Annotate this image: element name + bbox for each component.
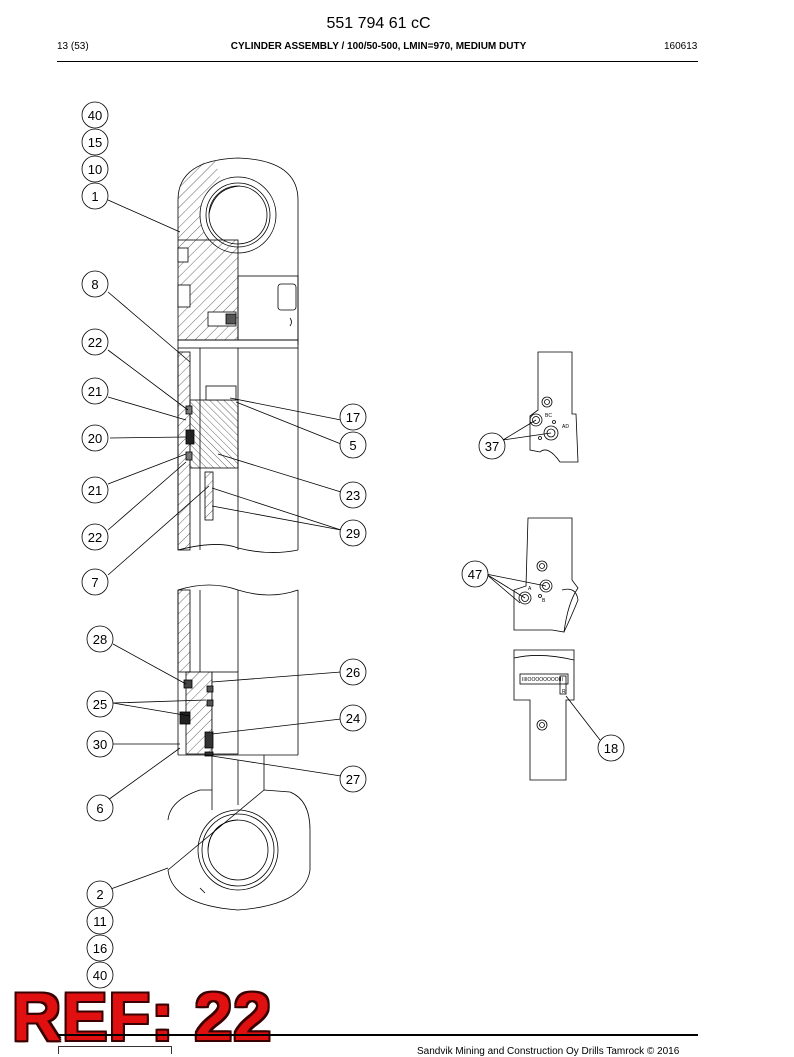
svg-text:30: 30: [93, 737, 107, 752]
port-detail-middle: A B: [513, 517, 579, 633]
svg-text:22: 22: [88, 530, 102, 545]
svg-text:8: 8: [91, 277, 98, 292]
page-number: 13 (53): [57, 41, 89, 52]
svg-text:22: 22: [88, 335, 102, 350]
svg-text:5: 5: [349, 438, 356, 453]
footer-copyright: Sandvik Mining and Construction Oy Drill…: [417, 1046, 680, 1057]
callout-21-upper: 21: [81, 377, 109, 405]
svg-text:47: 47: [468, 567, 482, 582]
scale-marks: IIIIOOOOOOOOIII: [522, 677, 563, 683]
cylinder-tube-lower: [177, 584, 299, 810]
port-label-bc: BC: [545, 413, 552, 419]
port-label-b: B: [542, 598, 546, 604]
callout-22-upper: 22: [81, 328, 109, 356]
callout-6: 6: [86, 794, 114, 822]
callout-22-lower: 22: [81, 523, 109, 551]
callout-30: 30: [86, 730, 114, 758]
callout-47: 47: [461, 560, 489, 588]
callout-18: 18: [597, 734, 625, 762]
svg-text:16: 16: [93, 941, 107, 956]
svg-text:23: 23: [346, 488, 360, 503]
cylinder-tube-upper: [177, 339, 299, 553]
port-label-a: A: [528, 586, 532, 592]
callout-27: 27: [339, 765, 367, 793]
callout-29: 29: [339, 519, 367, 547]
svg-text:25: 25: [93, 697, 107, 712]
svg-text:10: 10: [88, 162, 102, 177]
callout-1: 1: [81, 182, 109, 210]
callout-17: 17: [339, 403, 367, 431]
callout-20: 20: [81, 424, 109, 452]
callout-28: 28: [86, 625, 114, 653]
svg-text:15: 15: [88, 135, 102, 150]
callout-10: 10: [81, 155, 109, 183]
ref-stamp: REF: 22: [12, 979, 273, 1055]
callout-5: 5: [339, 431, 367, 459]
cylinder-top-eye: [177, 157, 299, 262]
svg-text:18: 18: [604, 741, 618, 756]
document-number: 551 794 61 cC: [326, 15, 431, 32]
svg-text:6: 6: [96, 801, 103, 816]
callout-21-lower: 21: [81, 476, 109, 504]
svg-text:28: 28: [93, 632, 107, 647]
callout-40-bottom: 40: [86, 961, 114, 989]
footer-divider: [57, 1034, 698, 1036]
sandvik-logo: [58, 1046, 172, 1054]
callout-8: 8: [81, 270, 109, 298]
svg-text:17: 17: [346, 410, 360, 425]
leader-lines: [107, 199, 601, 891]
svg-text:37: 37: [485, 439, 499, 454]
callout-25: 25: [86, 690, 114, 718]
cylinder-bottom-eye: [167, 789, 311, 911]
callout-40-top: 40: [81, 101, 109, 129]
port-detail-top: BC AD: [529, 351, 579, 463]
svg-text:1: 1: [91, 189, 98, 204]
callout-11: 11: [86, 907, 114, 935]
svg-text:40: 40: [93, 968, 107, 983]
svg-text:24: 24: [346, 711, 360, 726]
scale-label-r: R: [562, 689, 566, 695]
callout-2: 2: [86, 880, 114, 908]
callout-37: 37: [478, 432, 506, 460]
svg-text:2: 2: [96, 887, 103, 902]
page-title: CYLINDER ASSEMBLY / 100/50-500, LMIN=970…: [230, 41, 527, 52]
svg-text:7: 7: [91, 575, 98, 590]
svg-text:29: 29: [346, 526, 360, 541]
callout-26: 26: [339, 658, 367, 686]
date-code: 160613: [664, 41, 698, 52]
svg-text:21: 21: [88, 483, 102, 498]
header-divider: [57, 61, 698, 62]
svg-text:40: 40: [88, 108, 102, 123]
svg-text:21: 21: [88, 384, 102, 399]
svg-text:27: 27: [346, 772, 360, 787]
svg-text:26: 26: [346, 665, 360, 680]
port-label-ad: AD: [562, 424, 569, 430]
callout-15: 15: [81, 128, 109, 156]
svg-text:20: 20: [88, 431, 102, 446]
scale-detail: IIIIOOOOOOOOIII R: [513, 649, 575, 781]
callout-24: 24: [339, 704, 367, 732]
cylinder-head-block: [177, 239, 299, 345]
callout-23: 23: [339, 481, 367, 509]
callout-16: 16: [86, 934, 114, 962]
svg-text:11: 11: [93, 914, 107, 929]
callout-7: 7: [81, 568, 109, 596]
